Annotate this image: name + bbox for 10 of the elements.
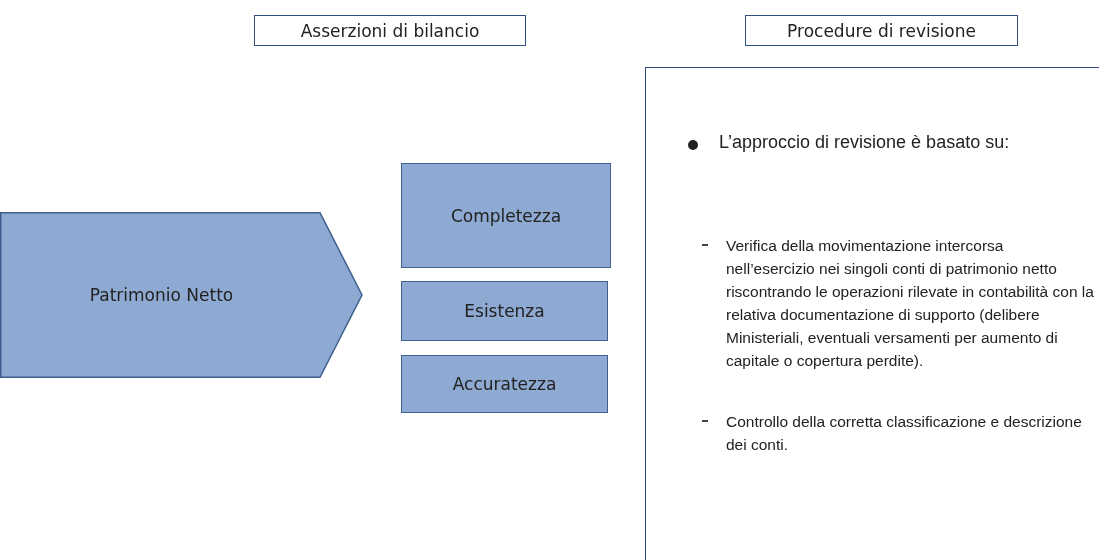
header-box: Procedure di revisione bbox=[745, 15, 1018, 46]
assertion-box: Esistenza bbox=[401, 281, 608, 341]
node-label: Patrimonio Netto bbox=[89, 285, 234, 305]
procedure-panel bbox=[645, 67, 1099, 560]
list-item-text: Controllo della corretta classificazione e descrizione dei conti. bbox=[726, 412, 1083, 455]
assertion-box: Completezza bbox=[401, 163, 611, 268]
header-box: Asserzioni di bilancio bbox=[254, 15, 526, 46]
bullet-text: L’approccio di revisione è basato su: bbox=[719, 132, 1010, 153]
list-item-text: Verifica della movimentazione intercorsa nell’esercizio nei singoli conti di patrimonio netto riscontrando le operazioni rilevate in contabilità con la relativa documentazione di supporto (delibere Ministeriali, eventuali versamenti per aumento di capitale o copertura perdite). bbox=[726, 236, 1095, 371]
assertion-box: Accuratezza bbox=[401, 355, 608, 413]
